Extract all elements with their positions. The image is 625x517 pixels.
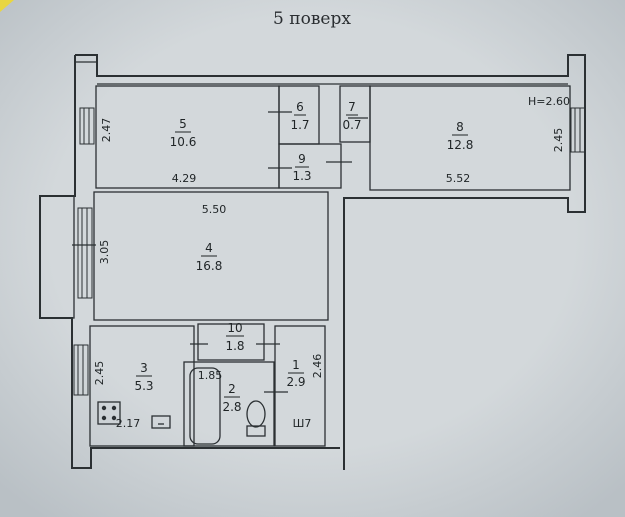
sh-label: Ш7 — [293, 417, 312, 430]
room-2-area: 2.8 — [222, 400, 241, 414]
dimension-labels: H=2.60 4.29 5.52 5.50 2.17 1.85 2.47 2.4… — [93, 95, 570, 430]
room-9-number: 9 — [298, 152, 306, 166]
window-room4 — [77, 207, 93, 299]
room-1-area: 2.9 — [286, 375, 305, 389]
room-6-area: 1.7 — [290, 118, 309, 132]
room-8-number: 8 — [456, 120, 464, 134]
window-room5 — [79, 107, 95, 145]
window-room8 — [570, 107, 586, 153]
room-6-number: 6 — [296, 100, 304, 114]
dim-r5-height: 2.47 — [100, 118, 113, 143]
corner-sticker — [0, 0, 14, 12]
room-labels: 5 10.6 6 1.7 7 0.7 8 12.8 9 1.3 4 16.8 1… — [134, 100, 473, 414]
room-2-number: 2 — [228, 382, 236, 396]
windows — [73, 107, 586, 396]
room-1-number: 1 — [292, 358, 300, 372]
room-3-number: 3 — [140, 361, 148, 375]
room-4-number: 4 — [205, 241, 213, 255]
interior-walls — [39, 85, 571, 447]
dim-r8-width: 5.52 — [446, 172, 471, 185]
dim-r4-height: 3.05 — [98, 240, 111, 265]
room-7-number: 7 — [348, 100, 356, 114]
room-5-area: 10.6 — [170, 135, 197, 149]
ceiling-height: H=2.60 — [528, 95, 570, 108]
room-8-area: 12.8 — [447, 138, 474, 152]
stove-icon — [97, 401, 121, 425]
dim-r3-height: 2.45 — [93, 361, 106, 386]
window-room3 — [73, 344, 89, 396]
room-3-area: 5.3 — [134, 379, 153, 393]
room-10-area: 1.8 — [225, 339, 244, 353]
sink-icon — [151, 415, 171, 429]
room-5-number: 5 — [179, 117, 187, 131]
room-4-area: 16.8 — [196, 259, 223, 273]
dim-r8-height: 2.45 — [552, 128, 565, 153]
dim-r3-width: 2.17 — [116, 417, 141, 430]
room-9-area: 1.3 — [292, 169, 311, 183]
toilet-icon — [246, 400, 266, 437]
dim-r5-width: 4.29 — [172, 172, 197, 185]
room-10-number: 10 — [227, 321, 242, 335]
floor-title: 5 поверх — [273, 9, 351, 29]
fixtures — [97, 367, 266, 445]
bathtub-icon — [189, 367, 221, 445]
room-7-area: 0.7 — [342, 118, 361, 132]
door-marks — [72, 111, 368, 393]
dim-r1-height: 2.46 — [311, 354, 324, 379]
dim-r4-width: 5.50 — [202, 203, 227, 216]
dim-r2-width: 1.85 — [198, 369, 223, 382]
